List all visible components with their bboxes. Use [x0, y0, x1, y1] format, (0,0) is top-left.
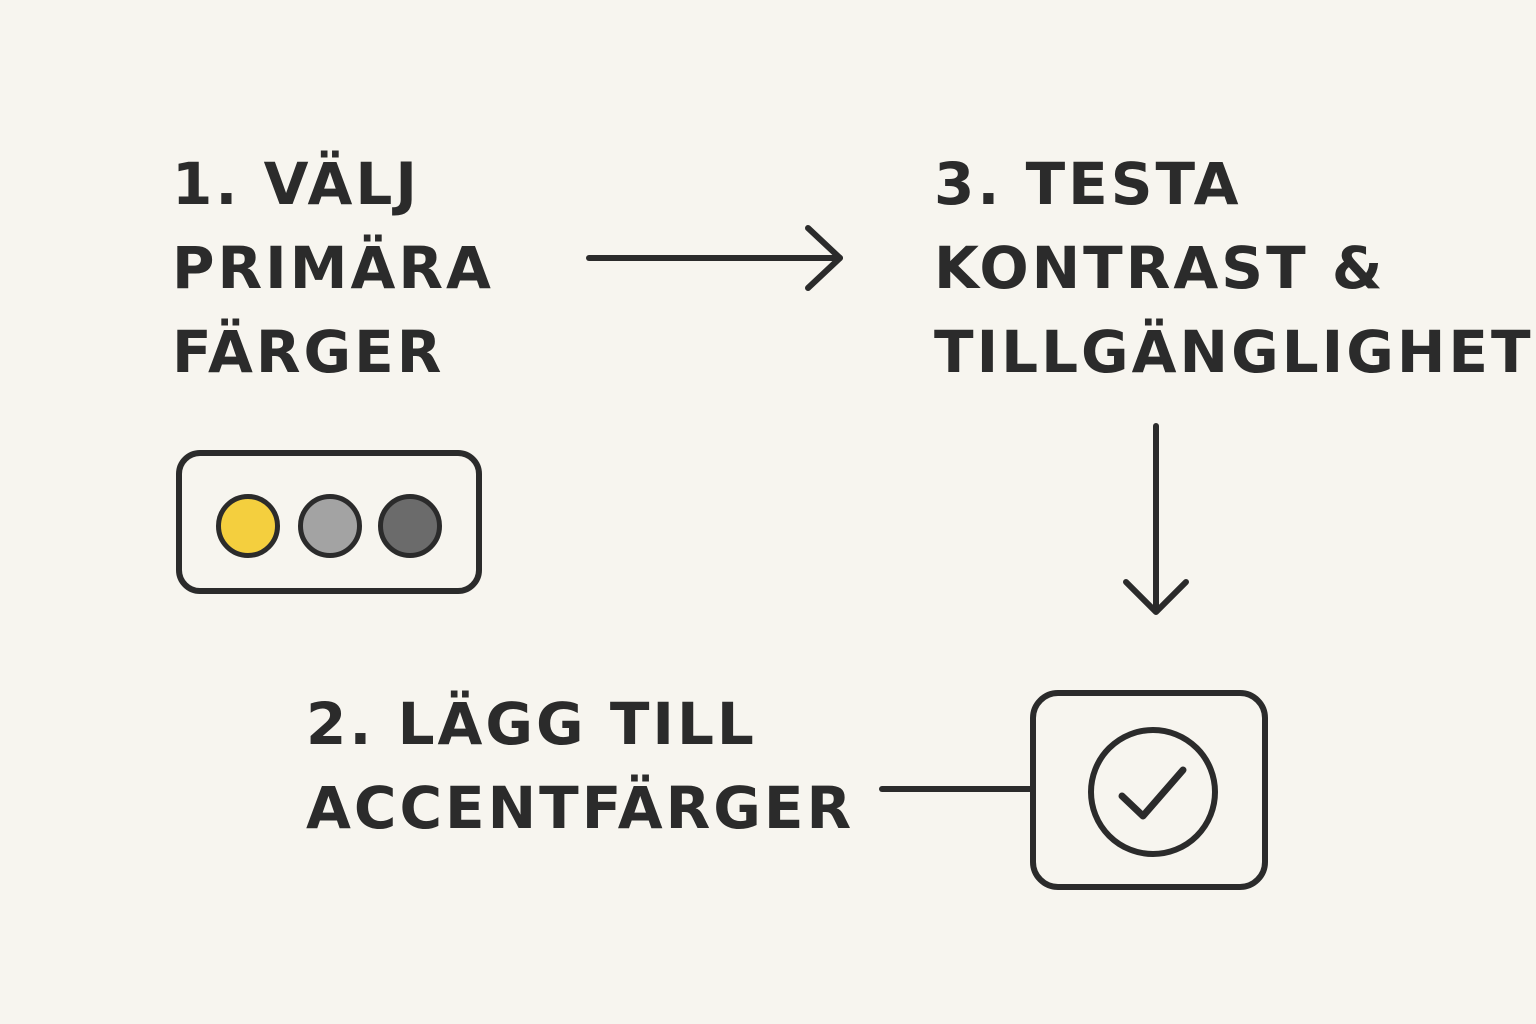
arrow-down-icon [1123, 423, 1189, 615]
step-1-line-2: primära [172, 234, 494, 302]
check-panel [1030, 690, 1268, 890]
step-2-label: 2. Lägg till accentfärger [306, 682, 854, 850]
swatch-dark-gray [378, 494, 442, 558]
step-3-line-3: tillgänglighet [934, 318, 1534, 386]
step-3-line-2: kontrast & [934, 234, 1386, 302]
step-2-line-1: 2. Lägg till [306, 690, 757, 758]
step-3-line-1: 3. Testa [934, 150, 1242, 218]
swatch-yellow [216, 494, 280, 558]
step-2-line-2: accentfärger [306, 774, 855, 842]
step-1-line-3: färger [172, 318, 445, 386]
color-swatch-panel [176, 450, 482, 594]
step-3-label: 3. Testa kontrast & tillgänglighet [934, 142, 1534, 394]
step-1-label: 1. Välj primära färger [172, 142, 494, 394]
check-circle-icon [1088, 727, 1218, 857]
step-1-line-1: 1. Välj [172, 150, 420, 218]
swatch-light-gray [298, 494, 362, 558]
arrow-right-icon [586, 225, 843, 291]
